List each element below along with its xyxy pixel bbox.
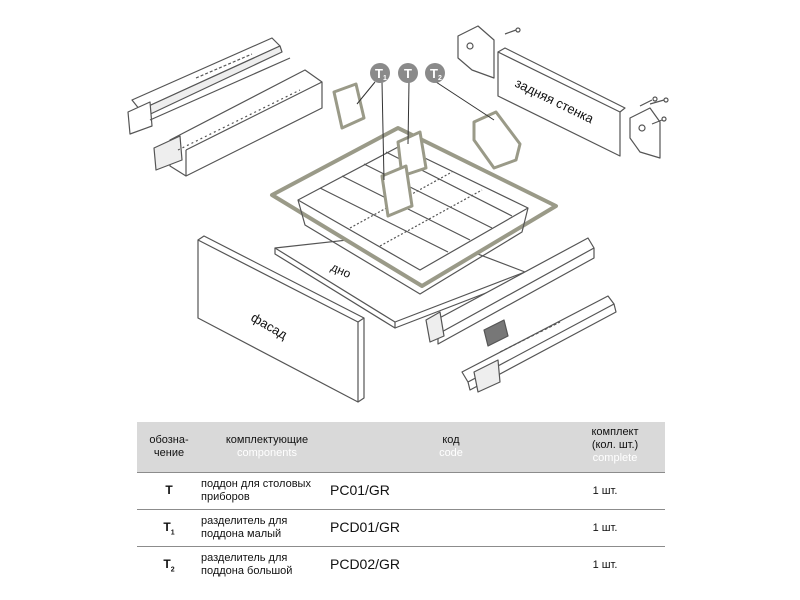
- drawer-exploded-diagram: задняя стенка дно фасад T 1 T T 2: [127, 25, 669, 403]
- facade-panel: [197, 235, 365, 403]
- row-qty: 1 шт.: [592, 559, 618, 571]
- header-code-en: code: [439, 447, 463, 459]
- table-header: обозна- чение комплектующие components к…: [137, 422, 665, 472]
- screw: [639, 96, 658, 107]
- row-code: PC01/GR: [330, 482, 390, 498]
- back-bracket-right: [629, 97, 669, 159]
- screw: [651, 116, 667, 125]
- row-component: разделитель для поддона большой: [201, 552, 293, 577]
- row-qty: 1 шт.: [592, 522, 618, 534]
- marker-t: T: [398, 63, 418, 83]
- header-symbol: обозна- чение: [149, 434, 189, 459]
- back-panel: [497, 47, 626, 157]
- table-row: T1 разделитель для поддона малый PCD01/G…: [137, 509, 665, 546]
- table-row: T2 разделитель для поддона большой PCD02…: [137, 546, 665, 583]
- small-divider-3: [380, 164, 414, 218]
- marker-t1-letter: T: [375, 66, 383, 81]
- parts-table: обозна- чение комплектующие components к…: [137, 422, 665, 583]
- table-row: T поддон для столовых приборов PC01/GR 1…: [137, 472, 665, 509]
- row-code: PCD01/GR: [330, 519, 401, 535]
- large-divider: [472, 110, 522, 170]
- header-complete-en: complete: [592, 452, 638, 464]
- header-components-en: components: [237, 447, 297, 459]
- cutlery-tray: [270, 126, 558, 295]
- row-qty: 1 шт.: [592, 485, 618, 497]
- back-bracket-left: [457, 25, 521, 79]
- left-drawer-side: [153, 69, 323, 177]
- marker-t1-sub: 1: [383, 75, 387, 82]
- row-code: PCD02/GR: [330, 556, 401, 572]
- leader-lines: [356, 81, 495, 181]
- header-complete-ru: комплект (кол. шт.): [591, 426, 639, 451]
- header-components-ru: комплектующие: [225, 434, 309, 446]
- right-drawer-side: [425, 237, 595, 345]
- row-symbol: T2: [163, 557, 175, 574]
- row-symbol: T: [165, 483, 173, 497]
- row-symbol: T1: [163, 520, 175, 537]
- header-code: код code: [421, 434, 481, 460]
- marker-t2: T 2: [425, 63, 445, 83]
- marker-t1: T 1: [370, 63, 390, 83]
- right-rail: [461, 295, 617, 393]
- header-complete: комплект (кол. шт.) complete: [575, 426, 655, 465]
- header-components: комплектующие components: [207, 434, 327, 460]
- marker-t-letter: T: [404, 66, 412, 81]
- header-code-ru: код: [442, 434, 460, 446]
- left-rail: [127, 37, 291, 135]
- marker-t2-sub: 2: [438, 75, 442, 82]
- row-component: разделитель для поддона малый: [201, 515, 288, 540]
- row-component: поддон для столовых приборов: [201, 478, 311, 503]
- small-divider-1: [332, 82, 366, 130]
- marker-t2-letter: T: [430, 66, 438, 81]
